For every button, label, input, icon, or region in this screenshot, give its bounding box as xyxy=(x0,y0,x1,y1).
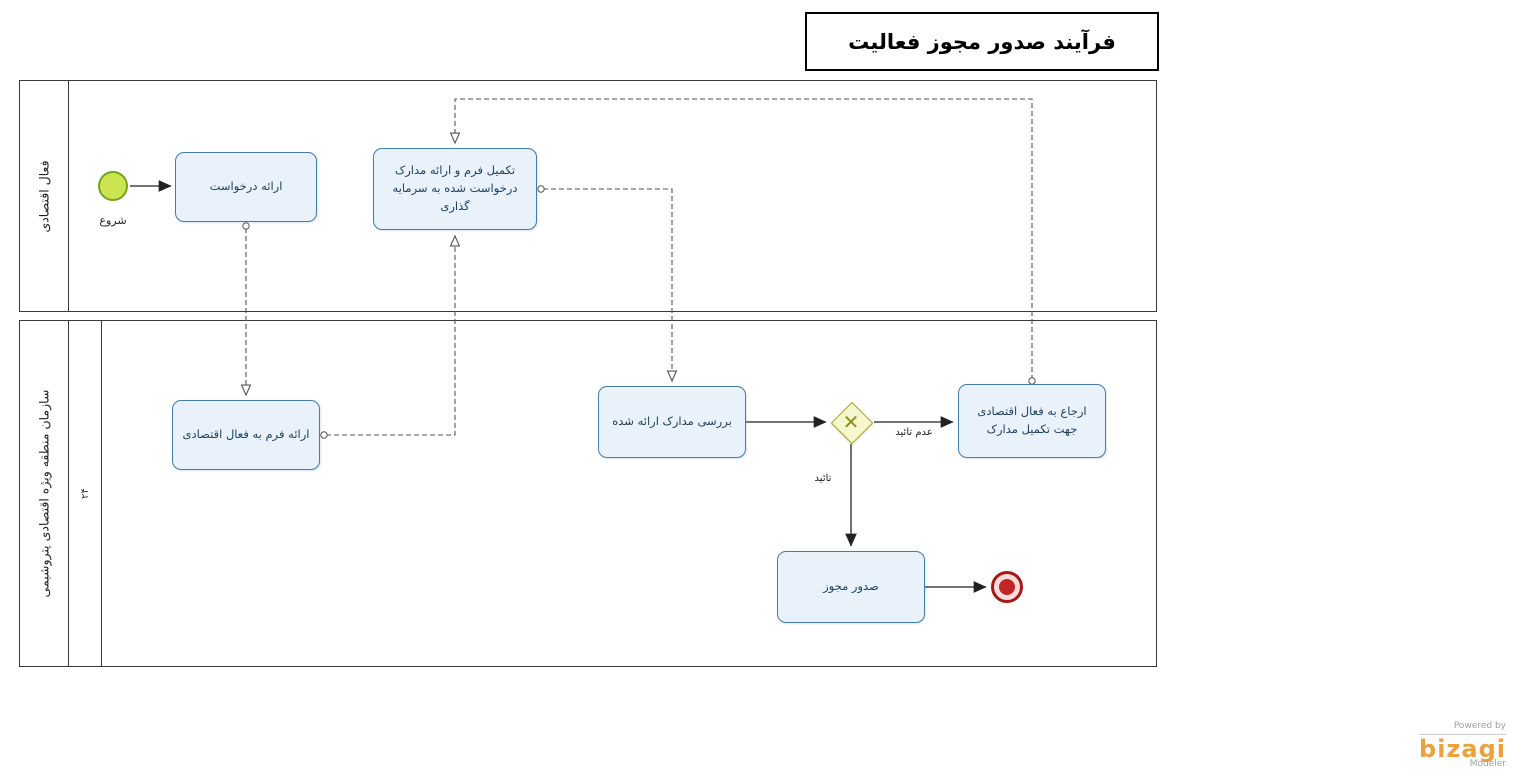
flow-label-rejected: عدم تائید xyxy=(895,427,933,438)
task-provide-form[interactable]: ارائه فرم به فعال اقتصادی xyxy=(172,400,320,470)
start-event-label: شروع xyxy=(99,214,127,227)
sublane-label: ۲۴ xyxy=(79,488,91,499)
bizagi-logo: Powered by bizagi Modeler xyxy=(1419,721,1506,770)
task-refer-back[interactable]: ارجاع به فعال اقتصادی جهت تکمیل مدارک xyxy=(958,384,1106,458)
bizagi-modeler-text: Modeler xyxy=(1469,759,1506,770)
flow-label-approved: تائید xyxy=(814,473,832,484)
end-event[interactable] xyxy=(991,571,1023,603)
diagram-title-box: فرآیند صدور مجوز فعالیت xyxy=(805,12,1159,71)
pool-organization-label: سازمان منطقه ویژه اقتصادی پتروشیمی xyxy=(36,389,52,598)
exclusive-gateway[interactable]: ✕ xyxy=(830,401,874,445)
pool-economic-activist-header: فعال اقتصادی xyxy=(20,81,69,311)
powered-by-text: Powered by xyxy=(1419,721,1506,735)
start-event[interactable] xyxy=(98,171,128,201)
diagram-title: فرآیند صدور مجوز فعالیت xyxy=(848,29,1116,54)
bizagi-wordmark: bizagi xyxy=(1419,734,1506,763)
pool-organization: سازمان منطقه ویژه اقتصادی پتروشیمی ۲۴ xyxy=(19,320,1157,667)
end-event-inner-circle xyxy=(999,579,1015,595)
task-submit-request[interactable]: ارائه درخواست xyxy=(175,152,317,222)
task-review-documents[interactable]: بررسی مدارک ارائه شده xyxy=(598,386,746,458)
gateway-x-icon: ✕ xyxy=(842,410,860,434)
sublane-header: ۲۴ xyxy=(69,321,102,666)
pool-economic-activist-label: فعال اقتصادی xyxy=(36,159,52,233)
task-complete-form[interactable]: تکمیل فرم و ارائه مدارک درخواست شده به س… xyxy=(373,148,537,230)
task-issue-permit[interactable]: صدور مجوز xyxy=(777,551,925,623)
pool-organization-header: سازمان منطقه ویژه اقتصادی پتروشیمی xyxy=(20,321,69,666)
